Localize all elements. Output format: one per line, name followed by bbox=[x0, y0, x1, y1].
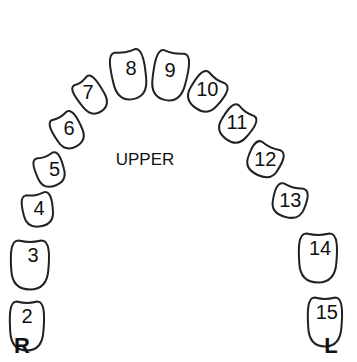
side-label: R bbox=[14, 333, 30, 359]
tooth-number: 8 bbox=[125, 57, 136, 80]
tooth: 3 bbox=[9, 239, 51, 291]
tooth: 5 bbox=[34, 153, 66, 188]
tooth-number: 13 bbox=[279, 189, 301, 212]
tooth: 12 bbox=[246, 143, 283, 178]
tooth: 6 bbox=[52, 112, 84, 150]
tooth-number: 7 bbox=[82, 81, 93, 104]
tooth: 7 bbox=[76, 76, 106, 116]
tooth-number: 11 bbox=[227, 111, 248, 134]
arch-label: UPPER bbox=[116, 150, 175, 170]
tooth: 9 bbox=[151, 50, 189, 102]
tooth: 4 bbox=[21, 192, 55, 228]
tooth-number: 2 bbox=[21, 305, 32, 328]
side-label: L bbox=[324, 333, 337, 359]
tooth-number: 15 bbox=[316, 301, 338, 324]
tooth: 13 bbox=[271, 184, 308, 219]
tooth-number: 4 bbox=[33, 197, 44, 220]
tooth-number: 12 bbox=[254, 148, 276, 171]
tooth-number: 3 bbox=[27, 244, 38, 267]
tooth-number: 5 bbox=[49, 158, 60, 181]
tooth: 8 bbox=[110, 49, 148, 101]
tooth-number: 10 bbox=[196, 78, 218, 101]
tooth-number: 6 bbox=[63, 117, 74, 140]
tooth: 14 bbox=[297, 232, 339, 284]
tooth-number: 14 bbox=[309, 237, 331, 260]
tooth: 10 bbox=[188, 73, 225, 113]
tooth: 11 bbox=[219, 106, 254, 144]
tooth-number: 9 bbox=[164, 59, 175, 82]
